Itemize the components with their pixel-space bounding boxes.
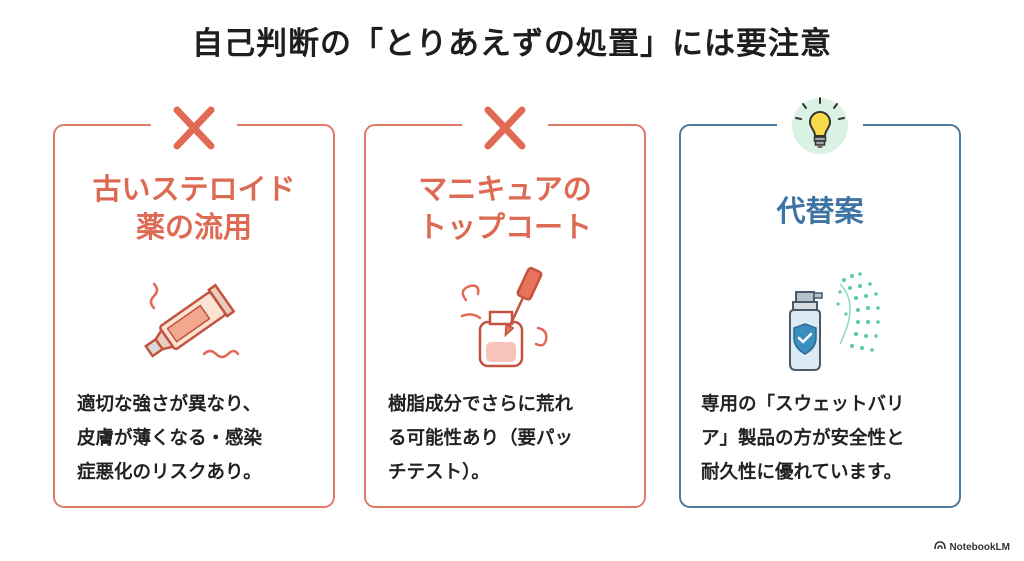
card-description: 適切な強さが異なり、 皮膚が薄くなる・感染 症悪化のリスクあり。: [77, 394, 263, 483]
spray-bottle-icon: [766, 266, 896, 376]
card-heading: マニキュアの トップコート: [417, 172, 592, 244]
page-title: 自己判断の「とりあえずの処置」には要注意: [192, 26, 832, 62]
card-old-steroid: 古いステロイド 薬の流用 適切な強さが異なり、 皮膚が薄くなる・感染 症悪化のリ…: [53, 100, 335, 508]
notebooklm-logo-icon: [934, 541, 947, 553]
card-description: 樹脂成分でさらに荒れ る可能性あり（要パッ チテスト）。: [388, 394, 574, 483]
card-nail-topcoat: マニキュアの トップコート 樹脂成分でさらに荒れ る可能性あり（要パッ チテスト: [364, 100, 646, 508]
ointment-tube-icon: [134, 266, 254, 376]
card-alternative: 代替案: [679, 94, 961, 508]
card-description: 専用の「スウェットバリ ア」製品の方が安全性と 耐久性に優れています。: [701, 394, 905, 483]
cross-icon: [462, 100, 548, 158]
card-heading: 古いステロイド 薬の流用: [92, 172, 296, 244]
card-heading: 代替案: [776, 194, 864, 228]
nail-polish-bottle-icon: [450, 266, 560, 376]
cross-icon: [151, 100, 237, 158]
watermark-label: NotebookLM: [949, 541, 1010, 553]
notebooklm-watermark: NotebookLM: [934, 541, 1010, 553]
lightbulb-icon: [777, 94, 863, 154]
